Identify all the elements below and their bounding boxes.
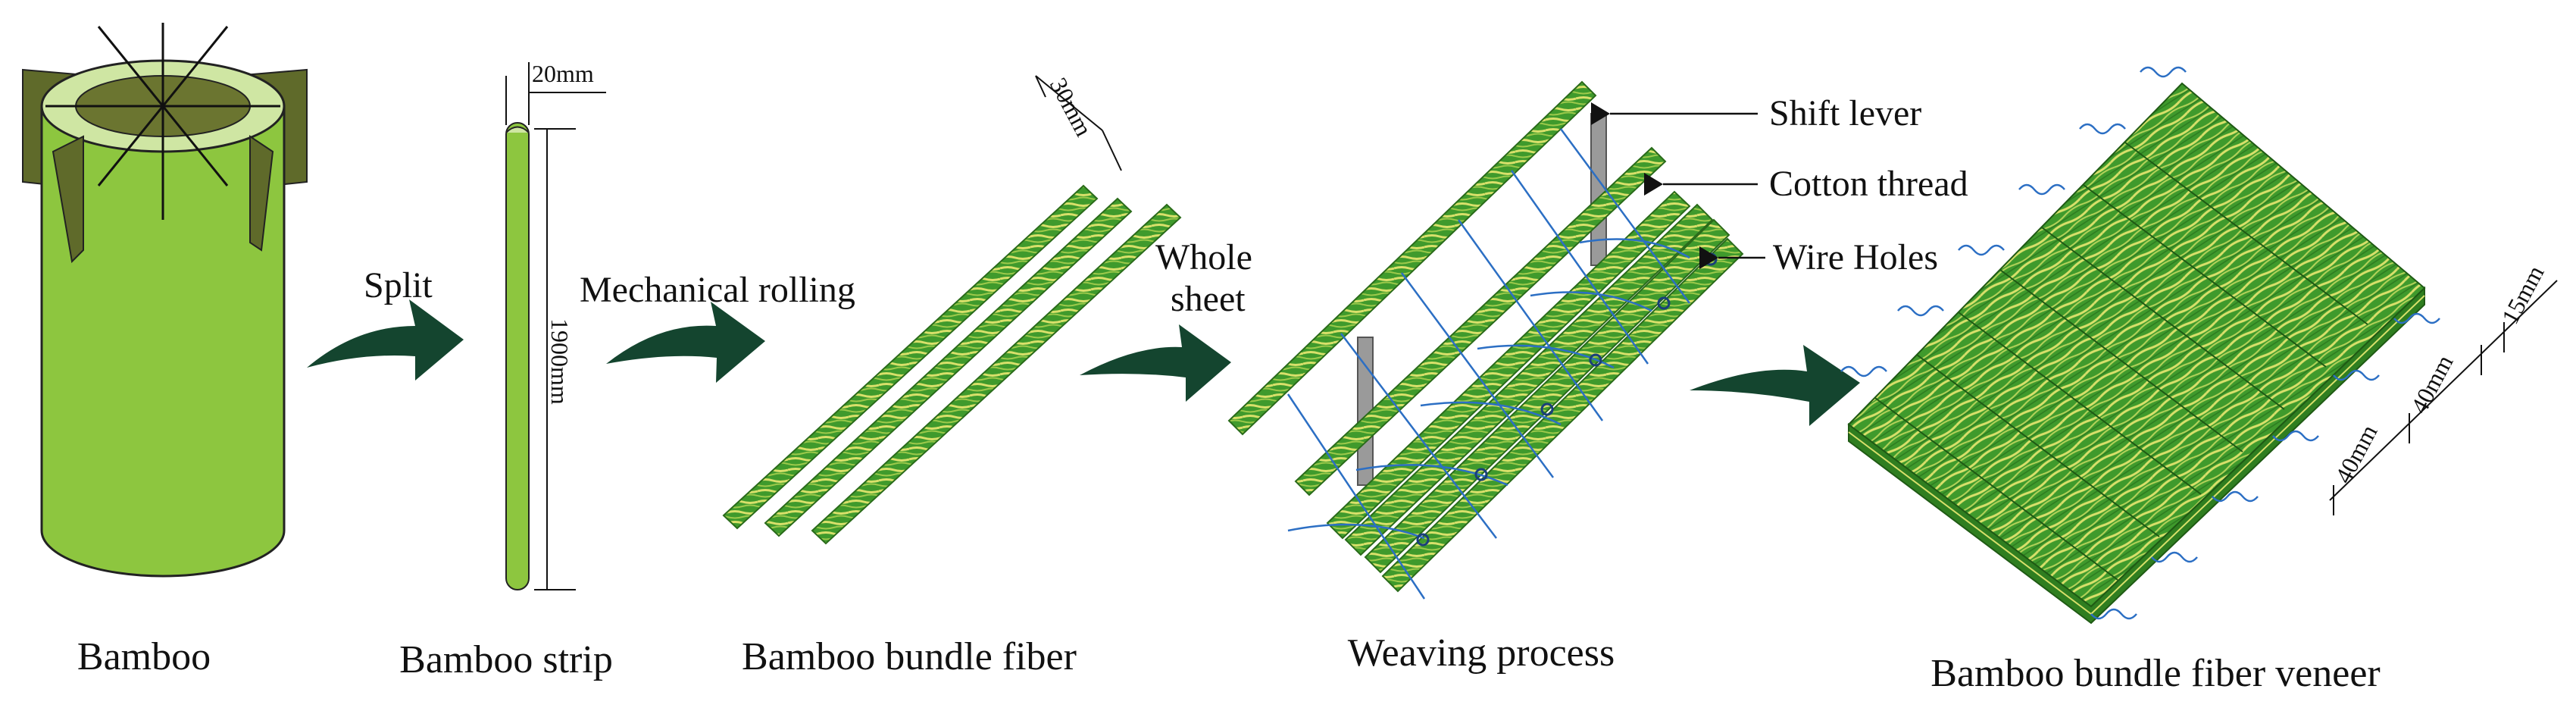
callout-cotton-thread: Cotton thread: [1769, 164, 1968, 204]
caption-bamboo-strip: Bamboo strip: [399, 638, 613, 681]
veneer-illustration: [1840, 66, 2558, 625]
dim-veneer-thickness: 15mm: [2496, 261, 2549, 328]
step-whole-label-1: Whole: [1155, 237, 1252, 277]
process-arrow-3: [1080, 324, 1231, 402]
step-rolling-label: Mechanical rolling: [580, 270, 855, 310]
caption-veneer: Bamboo bundle fiber veneer: [1930, 652, 2380, 695]
dim-strip-length: 1900mm: [546, 318, 574, 405]
weaving-illustration: [1227, 80, 1765, 600]
caption-bundle-fiber: Bamboo bundle fiber: [742, 635, 1077, 678]
dim-veneer-w1: 40mm: [2329, 420, 2382, 487]
dim-strip-width: 20mm: [532, 60, 594, 87]
callout-wire-holes: Wire Holes: [1773, 237, 1938, 277]
process-arrow-1: [307, 299, 464, 381]
caption-bamboo: Bamboo: [77, 635, 211, 678]
process-arrow-2: [606, 302, 765, 383]
callout-shift-lever: Shift lever: [1769, 93, 1921, 133]
caption-weaving: Weaving process: [1348, 631, 1615, 675]
dim-fiber-width: 30mm: [1045, 73, 1098, 140]
step-whole-label-2: sheet: [1171, 279, 1246, 319]
process-arrow-4: [1690, 345, 1860, 426]
bamboo-strip-illustration: [505, 62, 606, 590]
bundle-fiber-illustration: [722, 75, 1182, 545]
step-split-label: Split: [364, 265, 433, 305]
bamboo-illustration: [22, 23, 308, 578]
